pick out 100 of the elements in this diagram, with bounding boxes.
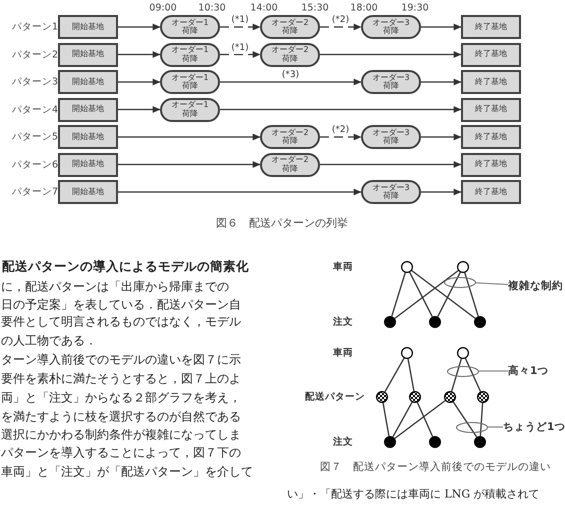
layer-label: 車両 <box>333 346 353 360</box>
arrow <box>320 24 362 30</box>
body-text: 車両」と「注文」が「配送パターン」を介して <box>1 464 253 480</box>
node-label: 終了基地 <box>475 105 507 114</box>
row-label: パターン1 <box>12 20 58 34</box>
connector-line <box>411 270 476 319</box>
arrow <box>421 134 462 140</box>
order-pill <box>361 15 421 39</box>
body-text: 日の予定案」を表している．配送パターン自 <box>1 296 241 314</box>
node-label: オーダー3 <box>372 18 410 27</box>
vehicle-circle <box>457 347 469 359</box>
connector-line <box>451 358 462 392</box>
node-label: オーダー1 <box>171 18 209 27</box>
order-dot <box>474 316 486 328</box>
arrow <box>118 134 260 140</box>
arrow <box>220 24 260 30</box>
connector-line <box>409 272 433 317</box>
arrow <box>421 24 462 30</box>
leader-line <box>488 426 504 428</box>
node-label: 終了基地 <box>475 132 507 142</box>
node-label: オーダー1 <box>171 46 209 54</box>
body-text: を満たすように枝を選択するのが自然である <box>1 408 241 426</box>
arrow <box>118 161 260 168</box>
time-label: 15:30 <box>301 2 329 14</box>
order-dot <box>429 316 441 328</box>
constraint-ellipse <box>456 422 488 432</box>
connector-line <box>384 358 405 392</box>
depot-box <box>461 98 521 122</box>
constraint-ellipse <box>447 366 479 376</box>
vehicle-circle <box>401 261 413 273</box>
order-pill <box>361 70 421 94</box>
node-label: オーダー2 <box>271 46 309 54</box>
order-dot <box>429 436 441 448</box>
layer-label: 車両 <box>333 260 353 274</box>
arrow <box>220 78 362 86</box>
connector-line <box>480 402 484 436</box>
order-pill <box>260 15 320 39</box>
vehicle-circle <box>457 261 469 273</box>
node-label: 荷降 <box>182 82 198 90</box>
node-label: 開始基地 <box>72 50 104 59</box>
connector-line <box>464 272 479 316</box>
depot-box <box>58 70 118 94</box>
body-text: 要件を素朴に満たそうとすると，図７上のよ <box>1 370 241 388</box>
section-heading: 配送パターンの導入によるモデルの簡素化 <box>2 258 249 276</box>
node-label: 荷降 <box>383 82 399 90</box>
node-label: 荷降 <box>282 137 298 146</box>
node-label: 開始基地 <box>72 78 104 86</box>
order-pill <box>160 15 220 39</box>
depot-box <box>58 125 118 149</box>
body-text: の人工物である． <box>1 332 97 350</box>
order-pill <box>160 98 220 122</box>
arrow <box>118 106 160 113</box>
arrow <box>118 188 362 196</box>
body-text: パターンを導入することによって，図７下の <box>1 444 241 462</box>
arrow <box>118 24 160 30</box>
node-label: オーダー3 <box>372 184 410 192</box>
connector-line <box>416 402 434 437</box>
layer-label: 注文 <box>333 436 353 448</box>
node-label: 開始基地 <box>72 105 104 114</box>
time-label: 18:00 <box>350 2 378 14</box>
order-pill <box>160 70 220 94</box>
node-label: 開始基地 <box>72 188 104 196</box>
figure-caption: 図６ 配送パターンの列挙 <box>216 216 348 230</box>
order-dot <box>384 436 396 448</box>
time-label: 19:30 <box>401 2 429 14</box>
body-text: ターン導入前後でのモデルの違いを図７に示 <box>1 352 241 368</box>
depot-box <box>461 70 521 94</box>
node-label: オーダー2 <box>271 156 309 164</box>
order-dot <box>474 436 486 448</box>
order-pill <box>361 125 421 149</box>
arrow <box>421 78 462 86</box>
node-label: オーダー3 <box>372 74 410 82</box>
pattern-circle <box>409 391 421 403</box>
depot-box <box>461 15 521 39</box>
annotation-text: 複雑な制約 <box>508 278 565 294</box>
node-label: 開始基地 <box>72 132 104 142</box>
row-label: パターン2 <box>12 48 58 61</box>
connector-line <box>394 400 446 439</box>
edge-label: (*2) <box>330 15 350 26</box>
pattern-circle <box>477 391 489 403</box>
leader-line <box>478 370 508 372</box>
edge-label: (*1) <box>230 15 250 26</box>
node-label: 開始基地 <box>72 160 104 169</box>
node-label: オーダー1 <box>171 101 209 110</box>
layer-label: 配送パターン <box>305 390 365 404</box>
node-label: オーダー3 <box>372 128 410 137</box>
node-label: オーダー2 <box>271 18 309 27</box>
node-label: 荷降 <box>182 110 198 118</box>
body-text: に，配送パターンは「出庫から帰庫までの <box>1 278 229 296</box>
figure-caption: 図７ 配送パターン導入前後でのモデルの違い <box>320 460 551 474</box>
node-label: オーダー2 <box>271 128 309 137</box>
node-label: 荷降 <box>383 137 399 146</box>
depot-box <box>58 152 118 176</box>
time-label: 14:00 <box>250 2 278 14</box>
node-label: 荷降 <box>182 27 198 36</box>
leader-line <box>475 282 508 285</box>
depot-box <box>58 42 118 66</box>
connector-line <box>437 272 461 317</box>
layer-label: 注文 <box>333 316 353 328</box>
body-text: 選択にかかわる制約条件が複雑になってしま <box>1 426 241 444</box>
